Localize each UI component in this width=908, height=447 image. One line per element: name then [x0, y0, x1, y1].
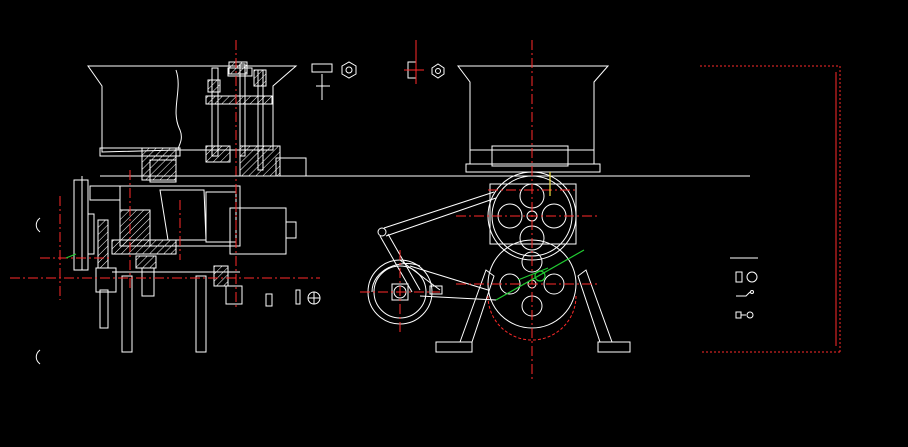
detail-symbols-panel [730, 257, 758, 319]
linkage-arms [371, 191, 497, 301]
green-marker-left [65, 253, 77, 259]
hopper-front [457, 65, 610, 173]
symbol-arrow [736, 291, 751, 297]
symbol-block [735, 311, 742, 319]
small-parts-left [35, 217, 321, 365]
symbol-circle [746, 271, 758, 283]
centerlines-front [360, 40, 600, 382]
centerlines-left [10, 40, 320, 310]
left-linkage [73, 176, 121, 329]
frame-legs [112, 265, 243, 353]
bolt-centerlines [404, 40, 424, 84]
front-legs [435, 269, 631, 353]
front-elevation-view [160, 65, 841, 353]
right-boundary [700, 65, 841, 353]
side-section-view [35, 61, 321, 365]
green-dimension-front [495, 249, 585, 301]
bolt-symbols-top [311, 61, 445, 100]
symbol-square [735, 271, 743, 283]
body-section [99, 145, 307, 269]
